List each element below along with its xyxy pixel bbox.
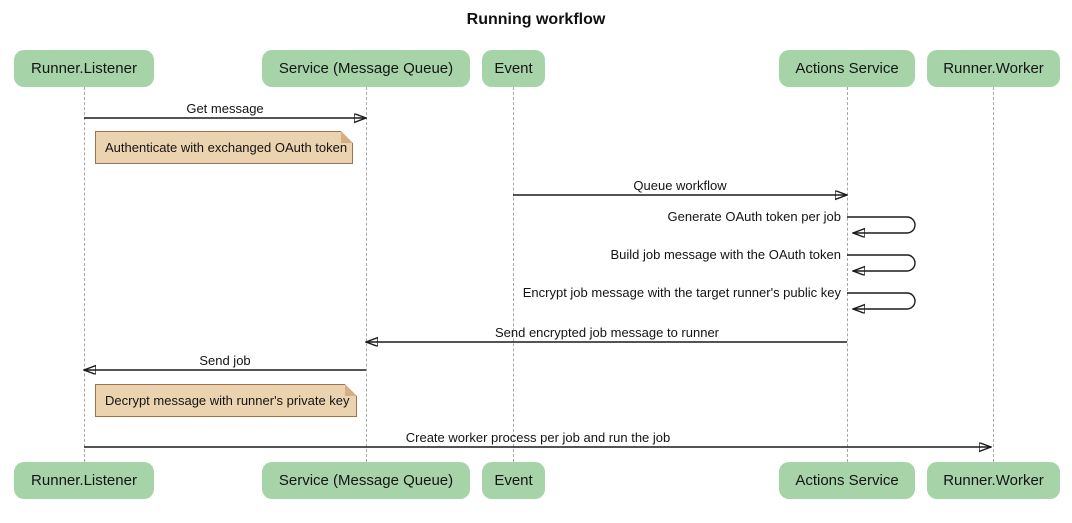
lifeline-service-message-queue — [366, 87, 367, 462]
message-label-send-encrypted-job-message: Send encrypted job message to runner — [494, 325, 720, 340]
participant-bottom-runner-worker: Runner.Worker — [927, 462, 1060, 499]
participant-label: Event — [494, 472, 533, 489]
note-decrypt-private-key: Decrypt message with runner's private ke… — [95, 384, 357, 417]
lifeline-runner-listener — [84, 87, 85, 462]
participant-bottom-event: Event — [482, 462, 545, 499]
participant-bottom-runner-listener: Runner.Listener — [14, 462, 154, 499]
participant-label: Service (Message Queue) — [278, 60, 454, 77]
lifeline-actions-service — [847, 87, 848, 462]
self-loop-generate-oauth-token — [847, 216, 916, 233]
note-text: Authenticate with exchanged OAuth token — [105, 140, 348, 155]
lifeline-event — [513, 87, 514, 462]
note-text: Decrypt message with runner's private ke… — [105, 393, 350, 408]
participant-label: Runner.Worker — [943, 60, 1044, 77]
lifeline-runner-worker — [993, 87, 994, 462]
self-loop-build-job-message — [847, 254, 916, 271]
message-label-send-job: Send job — [199, 353, 251, 368]
participant-label: Actions Service — [795, 472, 899, 489]
note-authenticate-oauth: Authenticate with exchanged OAuth token — [95, 131, 353, 164]
participant-top-actions-service: Actions Service — [779, 50, 915, 87]
participant-bottom-service-message-queue: Service (Message Queue) — [262, 462, 470, 499]
message-label-build-job-message: Build job message with the OAuth token — [610, 247, 841, 262]
participant-bottom-actions-service: Actions Service — [779, 462, 915, 499]
participant-top-runner-listener: Runner.Listener — [14, 50, 154, 87]
participant-top-event: Event — [482, 50, 545, 87]
participant-label: Runner.Listener — [31, 472, 137, 489]
self-loop-encrypt-job-message — [847, 292, 916, 309]
participant-label: Runner.Worker — [943, 472, 1044, 489]
message-label-queue-workflow: Queue workflow — [633, 178, 727, 193]
participant-top-runner-worker: Runner.Worker — [927, 50, 1060, 87]
message-label-get-message: Get message — [186, 101, 264, 116]
participant-label: Event — [494, 60, 533, 77]
message-label-generate-oauth-token: Generate OAuth token per job — [667, 209, 841, 224]
participant-label: Service (Message Queue) — [278, 472, 454, 489]
message-label-create-worker-process: Create worker process per job and run th… — [405, 430, 671, 445]
participant-label: Actions Service — [795, 60, 899, 77]
message-label-encrypt-job-message: Encrypt job message with the target runn… — [522, 285, 841, 300]
participant-label: Runner.Listener — [31, 60, 137, 77]
participant-top-service-message-queue: Service (Message Queue) — [262, 50, 470, 87]
diagram-title: Running workflow — [466, 11, 606, 28]
